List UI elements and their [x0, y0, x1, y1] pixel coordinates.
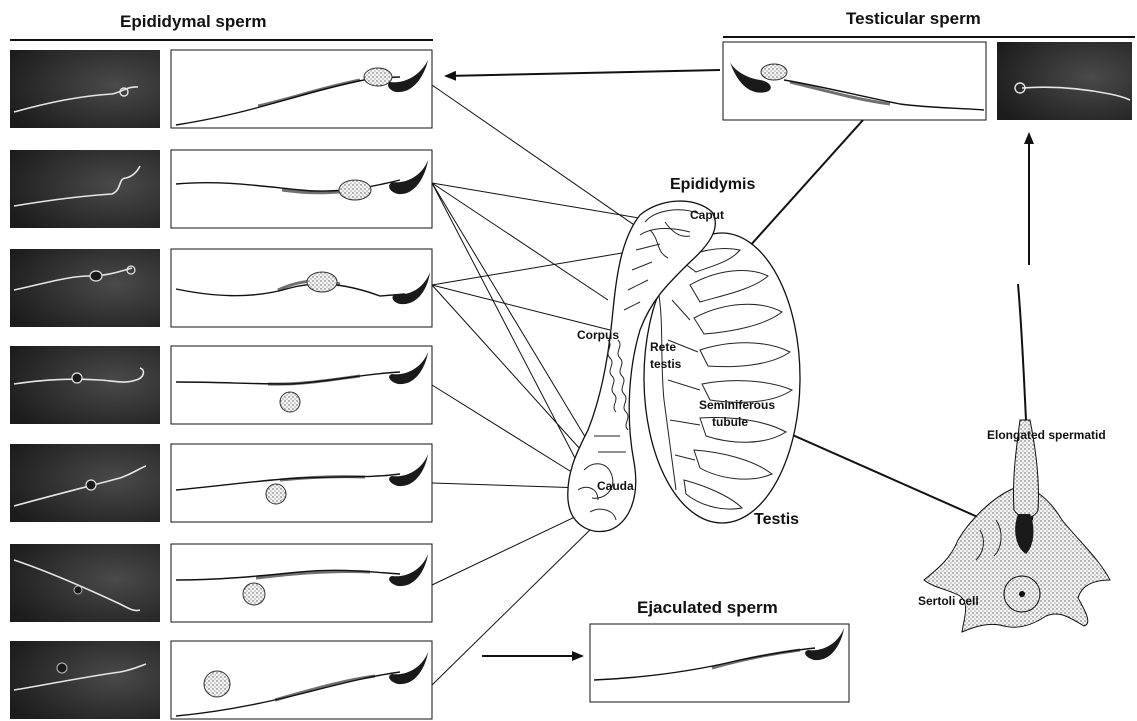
micrograph	[10, 249, 160, 327]
cytoplasmic-droplet	[266, 484, 286, 504]
epididymal-row-2	[10, 150, 432, 228]
caput-label: Caput	[690, 208, 724, 222]
epididymis-label: Epididymis	[670, 176, 755, 193]
epididymal-row-1	[10, 50, 432, 128]
sperm-drawing-box	[171, 346, 432, 424]
rete-testis-label-line2: testis	[650, 357, 682, 371]
cytoplasmic-droplet	[761, 64, 787, 80]
ejaculated-sperm-panel	[590, 624, 849, 702]
cytoplasmic-droplet	[204, 671, 230, 697]
cytoplasmic-droplet	[364, 68, 392, 86]
epididymal-row-6	[10, 544, 432, 622]
micrograph	[10, 150, 160, 228]
epididymal-row-3	[10, 249, 432, 327]
micrograph	[10, 50, 160, 128]
sertoli-cell-drawing	[924, 284, 1110, 632]
ejaculated-sperm-heading: Ejaculated sperm	[637, 598, 778, 617]
testicular-to-caput-arrow	[446, 70, 720, 76]
cytoplasmic-droplet	[339, 180, 371, 200]
epididymal-sperm-heading: Epididymal sperm	[120, 12, 266, 31]
micrograph	[10, 346, 160, 424]
epididymal-row-5	[10, 444, 432, 522]
cytoplasmic-droplet	[307, 272, 337, 292]
epididymal-row-4	[10, 346, 432, 424]
cauda-label: Cauda	[597, 479, 634, 493]
cytoplasmic-droplet	[243, 583, 265, 605]
tubule-to-spermatid-line	[770, 425, 980, 518]
testicular-sperm-heading: Testicular sperm	[846, 9, 981, 28]
sperm-drawing-box	[171, 249, 432, 327]
rete-testis-label-line1: Rete	[650, 340, 676, 354]
micrograph	[997, 42, 1132, 120]
cytoplasmic-droplet	[280, 392, 300, 412]
elongated-spermatid-label: Elongated spermatid	[987, 428, 1106, 442]
micrograph	[10, 444, 160, 522]
sperm-drawing-box	[590, 624, 849, 702]
micrograph	[10, 641, 160, 719]
seminiferous-tubule-label-line1: Seminiferous	[699, 398, 775, 412]
epididymal-row-7	[10, 641, 432, 719]
seminiferous-tubule-label-line2: tubule	[712, 415, 748, 429]
testicular-sperm-panel	[723, 42, 1132, 120]
testis-label: Testis	[754, 511, 799, 528]
corpus-label: Corpus	[577, 328, 619, 342]
sertoli-cell-label: Sertoli cell	[918, 594, 979, 608]
